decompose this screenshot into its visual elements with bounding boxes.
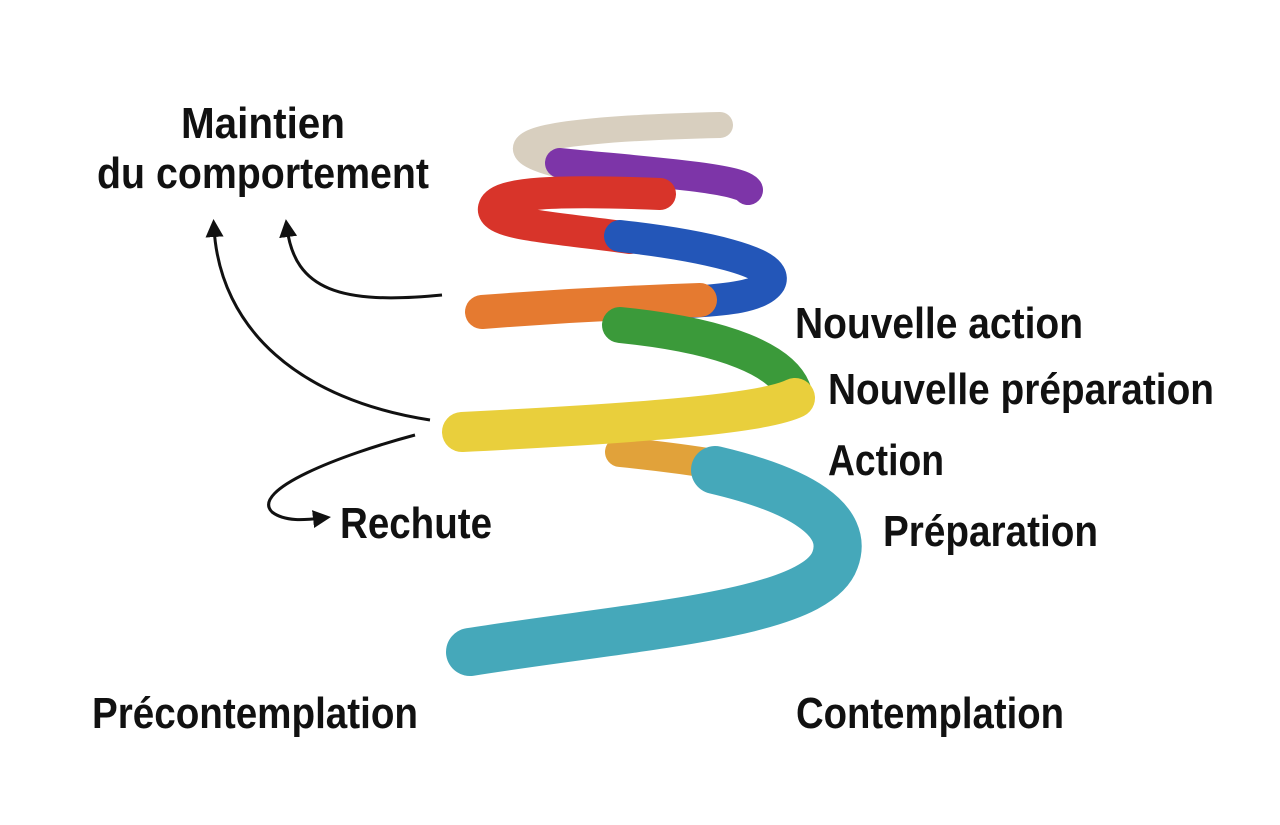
arrow-to-maintien-long (205, 219, 431, 422)
label-maintien-line1: Maintien (181, 99, 345, 148)
spiral-segment-blue (604, 220, 787, 318)
spiral-segment-orange-top (465, 283, 717, 329)
label-nouvelle-preparation: Nouvelle préparation (828, 365, 1214, 414)
arrow-to-rechute (267, 433, 416, 528)
spiral-segment-purple (545, 148, 763, 205)
spiral-segment-yellow (442, 378, 815, 452)
label-nouvelle-action: Nouvelle action (795, 299, 1083, 348)
label-action: Action (828, 436, 944, 485)
label-precontemplation: Précontemplation (92, 689, 418, 738)
label-maintien-line2: du comportement (97, 149, 429, 198)
spiral-segment-cyan (446, 446, 862, 676)
label-preparation: Préparation (883, 507, 1098, 556)
label-rechute: Rechute (340, 499, 492, 548)
label-contemplation: Contemplation (796, 689, 1064, 738)
spiral-segment-beige (512, 112, 733, 178)
arrow-to-maintien-short (279, 219, 443, 300)
spiral-segment-red (478, 176, 676, 254)
